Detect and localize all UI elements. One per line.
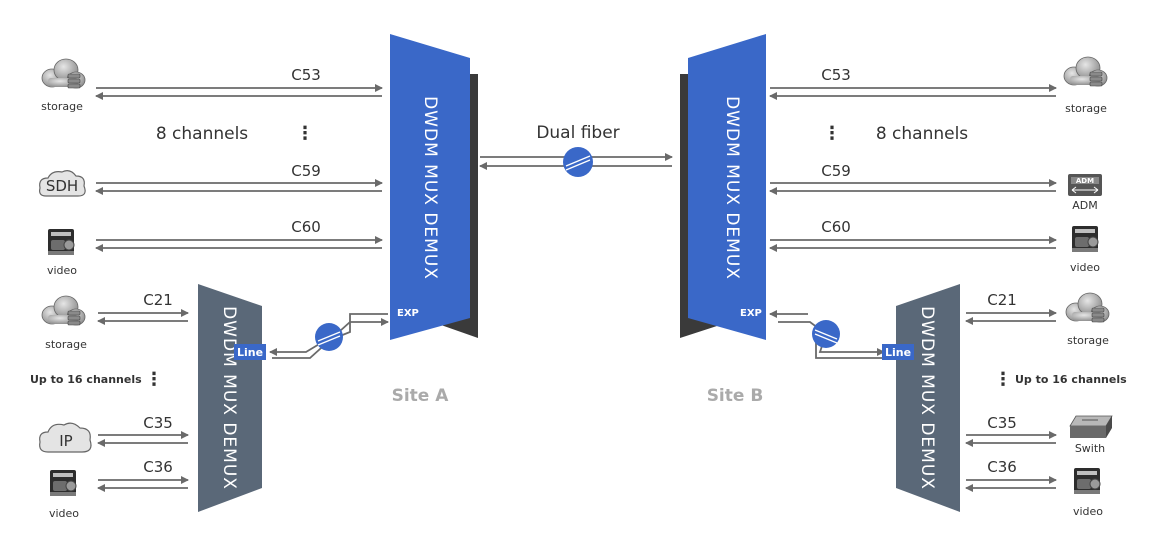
channel-id: C35 — [143, 414, 173, 432]
video-icon — [1073, 467, 1101, 495]
device-label: storage — [1067, 334, 1109, 347]
ip-cloud-icon — [39, 422, 92, 453]
device-label: video — [1070, 261, 1100, 274]
site-a-main-channel-c60: C60 video — [47, 218, 383, 277]
site-b-sub-channel-c21: C21 storage — [965, 291, 1110, 347]
channel-id: C53 — [291, 66, 321, 84]
device-label: IP — [59, 432, 72, 450]
site-b-label: Site B — [707, 386, 764, 406]
site-b-sub-mux: DWDM MUX DEMUX — [896, 284, 960, 512]
storage-icon — [41, 295, 86, 326]
site-a-sub-count-label: Up to 16 channels — [30, 373, 142, 386]
site-b-line-label: Line — [885, 346, 911, 359]
site-a-sub-channel-c21: C21 storage — [41, 291, 189, 351]
device-label: video — [47, 264, 77, 277]
site-b-sub-channel-c36: C36 video — [965, 458, 1103, 518]
site-b-sub-count-label: Up to 16 channels — [1015, 373, 1127, 386]
site-a-main-mux: DWDM MUX DEMUX EXP — [390, 34, 478, 340]
sdh-cloud-icon — [39, 170, 86, 197]
channel-id: C35 — [987, 414, 1017, 432]
dual-fiber-label: Dual fiber — [536, 123, 619, 143]
site-a-label: Site A — [392, 386, 450, 406]
site-a-line-label: Line — [237, 346, 263, 359]
switch-icon — [1069, 415, 1113, 438]
channel-id: C59 — [821, 162, 851, 180]
site-b-main-mux-label: DWDM MUX DEMUX — [722, 96, 742, 280]
site-a-sub-mux-label: DWDM MUX DEMUX — [219, 306, 239, 490]
site-a-sub-mux: DWDM MUX DEMUX — [198, 284, 262, 512]
device-label: storage — [45, 338, 87, 351]
storage-icon — [41, 58, 86, 89]
video-icon — [47, 228, 75, 256]
channel-id: C36 — [987, 458, 1017, 476]
adm-badge-text: ADM — [1076, 177, 1094, 185]
device-label: storage — [41, 100, 83, 113]
site-a-sub-channel-c36: C36 video — [49, 458, 189, 520]
site-b-sub-channel-c35: C35 Swith — [965, 414, 1113, 455]
channel-id: C21 — [987, 291, 1017, 309]
channel-id: C36 — [143, 458, 173, 476]
site-a-main-mux-label: DWDM MUX DEMUX — [420, 96, 440, 280]
site-a-exp-label: EXP — [397, 308, 419, 319]
storage-icon — [1063, 56, 1108, 87]
site-b-sub-mux-label: DWDM MUX DEMUX — [917, 306, 937, 490]
device-label: SDH — [46, 177, 78, 195]
site-a-line-link: Line — [234, 313, 389, 360]
site-b-main-ellipsis: ⋮ — [823, 123, 841, 144]
site-b-main-count-label: 8 channels — [876, 124, 968, 144]
site-a-main-channel-c59: C59 SDH — [39, 162, 383, 197]
fiber-coupler-icon — [563, 147, 593, 177]
channel-id: C60 — [821, 218, 851, 236]
dual-fiber-link: Dual fiber — [479, 123, 673, 177]
site-a-main-count-label: 8 channels — [156, 124, 248, 144]
site-b-main-channel-c53: C53 storage — [769, 56, 1108, 115]
device-label: ADM — [1072, 199, 1098, 212]
device-label: Swith — [1075, 442, 1105, 455]
site-a-main-channel-c53: C53 storage — [41, 58, 383, 113]
video-icon — [49, 469, 77, 497]
site-a-sub-ellipsis: ⋮ — [145, 369, 163, 390]
storage-icon — [1065, 292, 1110, 323]
channel-id: C53 — [821, 66, 851, 84]
channel-id: C21 — [143, 291, 173, 309]
device-label: video — [49, 507, 79, 520]
device-label: storage — [1065, 102, 1107, 115]
site-b-sub-ellipsis: ⋮ — [994, 369, 1012, 390]
site-b-main-mux: DWDM MUX DEMUX EXP — [680, 34, 766, 340]
site-a-main-ellipsis: ⋮ — [296, 123, 314, 144]
site-b-main-channel-c59: C59 ADM ADM — [769, 162, 1102, 212]
site-b-main-channel-c60: C60 video — [769, 218, 1100, 274]
channel-id: C60 — [291, 218, 321, 236]
site-b-exp-label: EXP — [740, 308, 762, 319]
site-b-line-link: Line — [769, 310, 914, 360]
site-a-sub-channel-c35: C35 IP — [39, 414, 189, 453]
video-icon — [1071, 225, 1099, 253]
device-label: video — [1073, 505, 1103, 518]
channel-id: C59 — [291, 162, 321, 180]
adm-icon: ADM — [1068, 174, 1102, 196]
